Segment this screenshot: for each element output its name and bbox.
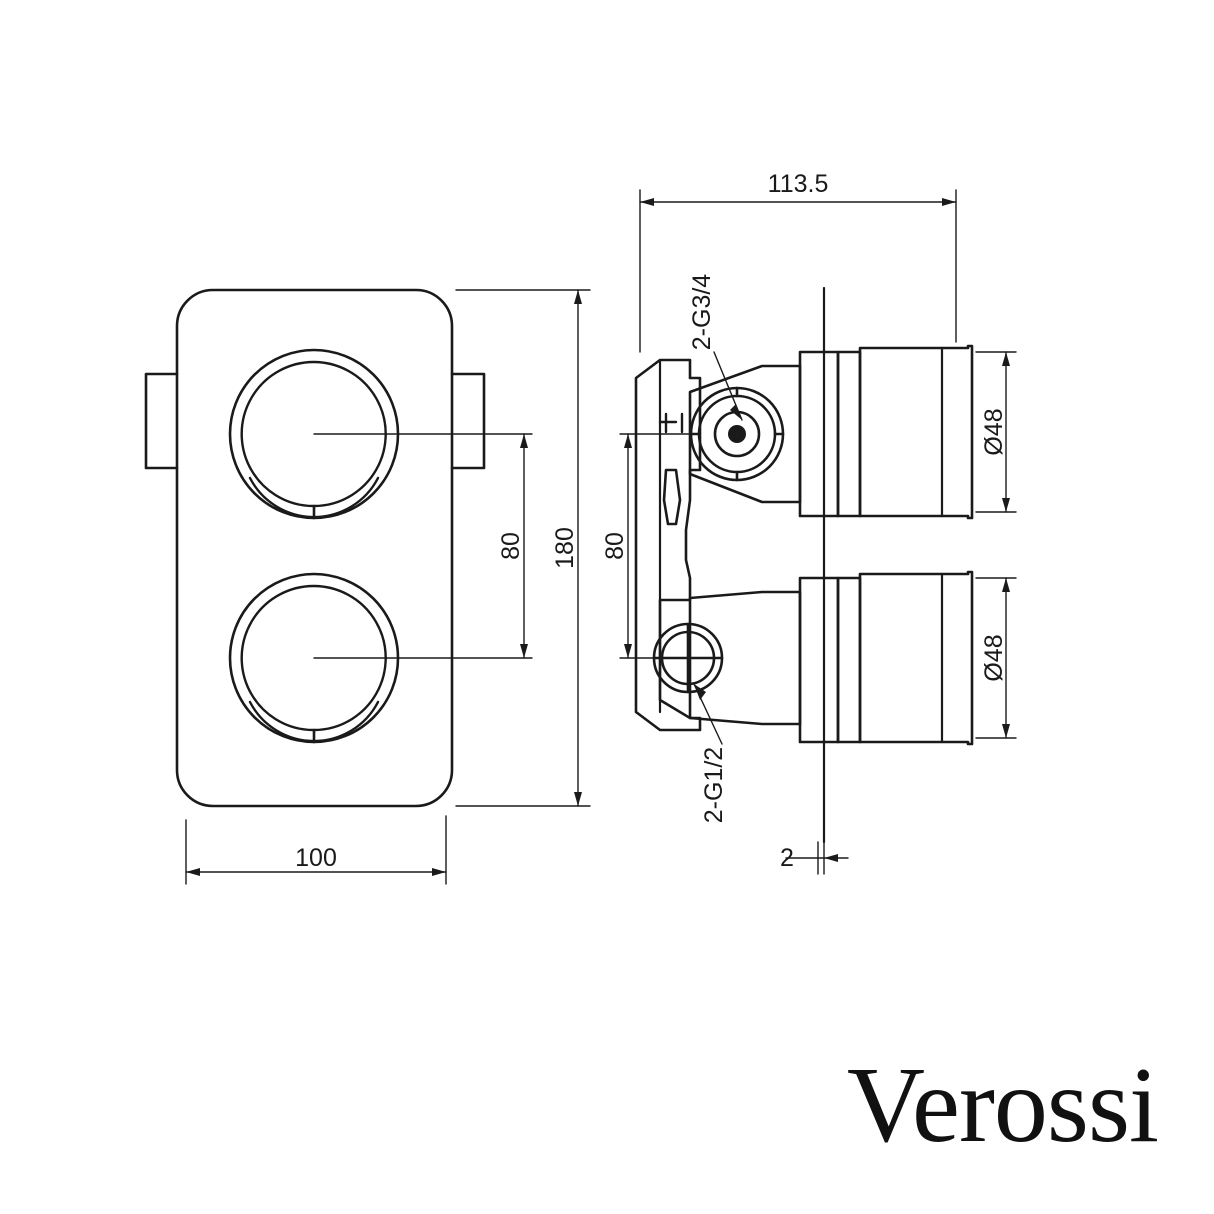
dim-label-front-width: 100 (295, 844, 337, 872)
dim-label-plate-thickness: 2 (780, 844, 794, 872)
side-valve-body (634, 358, 702, 732)
side-lever-detail (662, 468, 682, 526)
side-body-tick-marks (658, 412, 684, 434)
dim-label-side-depth: 113.5 (768, 170, 829, 198)
side-lower-outlet (652, 570, 974, 746)
dim-label-side-centres: 80 (601, 532, 629, 560)
callout-label-lower-port: 2-G1/2 (700, 747, 728, 823)
side-view-group (634, 286, 974, 844)
side-upper-outlet (688, 344, 974, 520)
dimension-lines (185, 189, 1017, 885)
brand-name: Verossi (847, 1046, 1159, 1165)
front-faceplate (175, 288, 454, 808)
dimension-texts: 100 180 80 113.5 80 Ø48 Ø48 2 2-G3/4 2-G… (295, 170, 1008, 872)
callout-label-upper-port: 2-G3/4 (688, 274, 716, 351)
dim-label-front-centres: 80 (497, 532, 525, 560)
front-left-lug (144, 372, 179, 470)
dim-label-front-height: 180 (551, 527, 579, 569)
front-view-group (144, 288, 486, 808)
front-right-lug (450, 372, 486, 470)
brand-logo: Verossi (847, 1046, 1159, 1165)
dim-label-upper-outlet-dia: Ø48 (980, 408, 1008, 455)
dim-label-lower-outlet-dia: Ø48 (980, 634, 1008, 681)
